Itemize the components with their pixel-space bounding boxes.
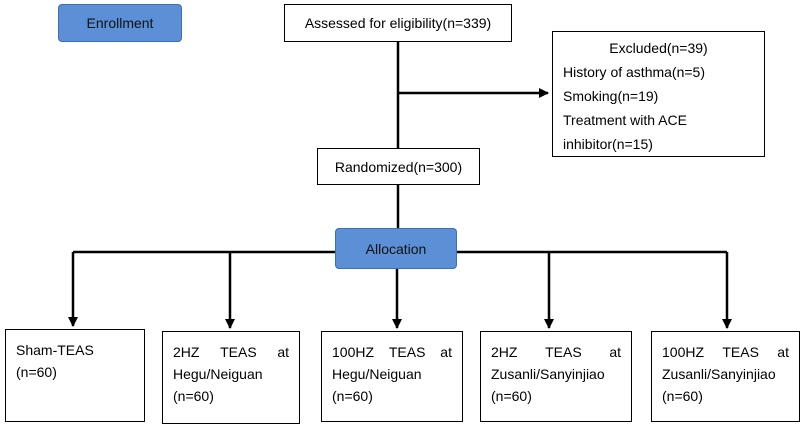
randomized-box: Randomized(n=300) bbox=[317, 148, 480, 185]
arm-box-100hz-zusanli-sanyinjiao: 100HZ TEAS at Zusanli/Sanyinjiao (n=60) bbox=[651, 331, 800, 422]
arm-line-3: (n=60) bbox=[491, 388, 532, 404]
excluded-item: Treatment with ACE bbox=[563, 112, 687, 128]
arm-word: 2HZ bbox=[491, 344, 518, 360]
arm-word: TEAS bbox=[388, 344, 426, 360]
excluded-item: inhibitor(n=15) bbox=[563, 136, 653, 152]
arm-line-2: Zusanli/Sanyinjiao bbox=[662, 366, 776, 382]
arm-box-sham-teas: Sham-TEAS (n=60) bbox=[5, 329, 145, 422]
arm-line-1: Sham-TEAS bbox=[16, 339, 134, 361]
enrollment-stage-label: Enrollment bbox=[58, 4, 182, 42]
arm-line-1: 100HZ TEAS at bbox=[332, 341, 452, 363]
arm-line-1: 100HZ TEAS at bbox=[662, 341, 789, 363]
arm-line-3: (n=60) bbox=[662, 388, 703, 404]
arm-box-2hz-zusanli-sanyinjiao: 2HZ TEAS at Zusanli/Sanyinjiao (n=60) bbox=[480, 331, 632, 422]
arm-word: at bbox=[440, 344, 452, 360]
excluded-box: Excluded(n=39) History of asthma(n=5) Sm… bbox=[552, 31, 765, 157]
allocation-stage-label: Allocation bbox=[335, 228, 457, 269]
randomized-text: Randomized(n=300) bbox=[334, 158, 463, 175]
arm-word: Sham-TEAS bbox=[16, 342, 94, 358]
assessed-text: Assessed for eligibility(n=339) bbox=[304, 15, 492, 31]
arm-word: TEAS bbox=[545, 344, 582, 360]
arm-line-2: Zusanli/Sanyinjiao bbox=[491, 366, 605, 382]
excluded-item: History of asthma(n=5) bbox=[563, 64, 705, 80]
arm-word: 100HZ bbox=[332, 344, 375, 360]
arm-line-1: 2HZ TEAS at bbox=[173, 341, 289, 363]
arm-box-100hz-hegu-neiguan: 100HZ TEAS at Hegu/Neiguan (n=60) bbox=[321, 331, 463, 422]
arm-word: at bbox=[777, 344, 789, 360]
arm-word: TEAS bbox=[220, 344, 257, 360]
arm-line-2: Hegu/Neiguan bbox=[332, 366, 422, 382]
arm-line-1: 2HZ TEAS at bbox=[491, 341, 621, 363]
arm-word: 100HZ bbox=[662, 344, 705, 360]
arm-line-3: (n=60) bbox=[173, 388, 214, 404]
arm-box-2hz-hegu-neiguan: 2HZ TEAS at Hegu/Neiguan (n=60) bbox=[162, 331, 300, 424]
arm-line-2: Hegu/Neiguan bbox=[173, 366, 263, 382]
arm-line-3: (n=60) bbox=[332, 388, 373, 404]
arm-word: at bbox=[609, 344, 621, 360]
arm-line-2: (n=60) bbox=[16, 364, 57, 380]
arm-word: at bbox=[277, 344, 289, 360]
excluded-title: Excluded(n=39) bbox=[609, 40, 708, 56]
assessed-box: Assessed for eligibility(n=339) bbox=[284, 4, 512, 42]
excluded-item: Smoking(n=19) bbox=[563, 88, 659, 104]
arm-word: 2HZ bbox=[173, 344, 200, 360]
arm-word: TEAS bbox=[722, 344, 759, 360]
